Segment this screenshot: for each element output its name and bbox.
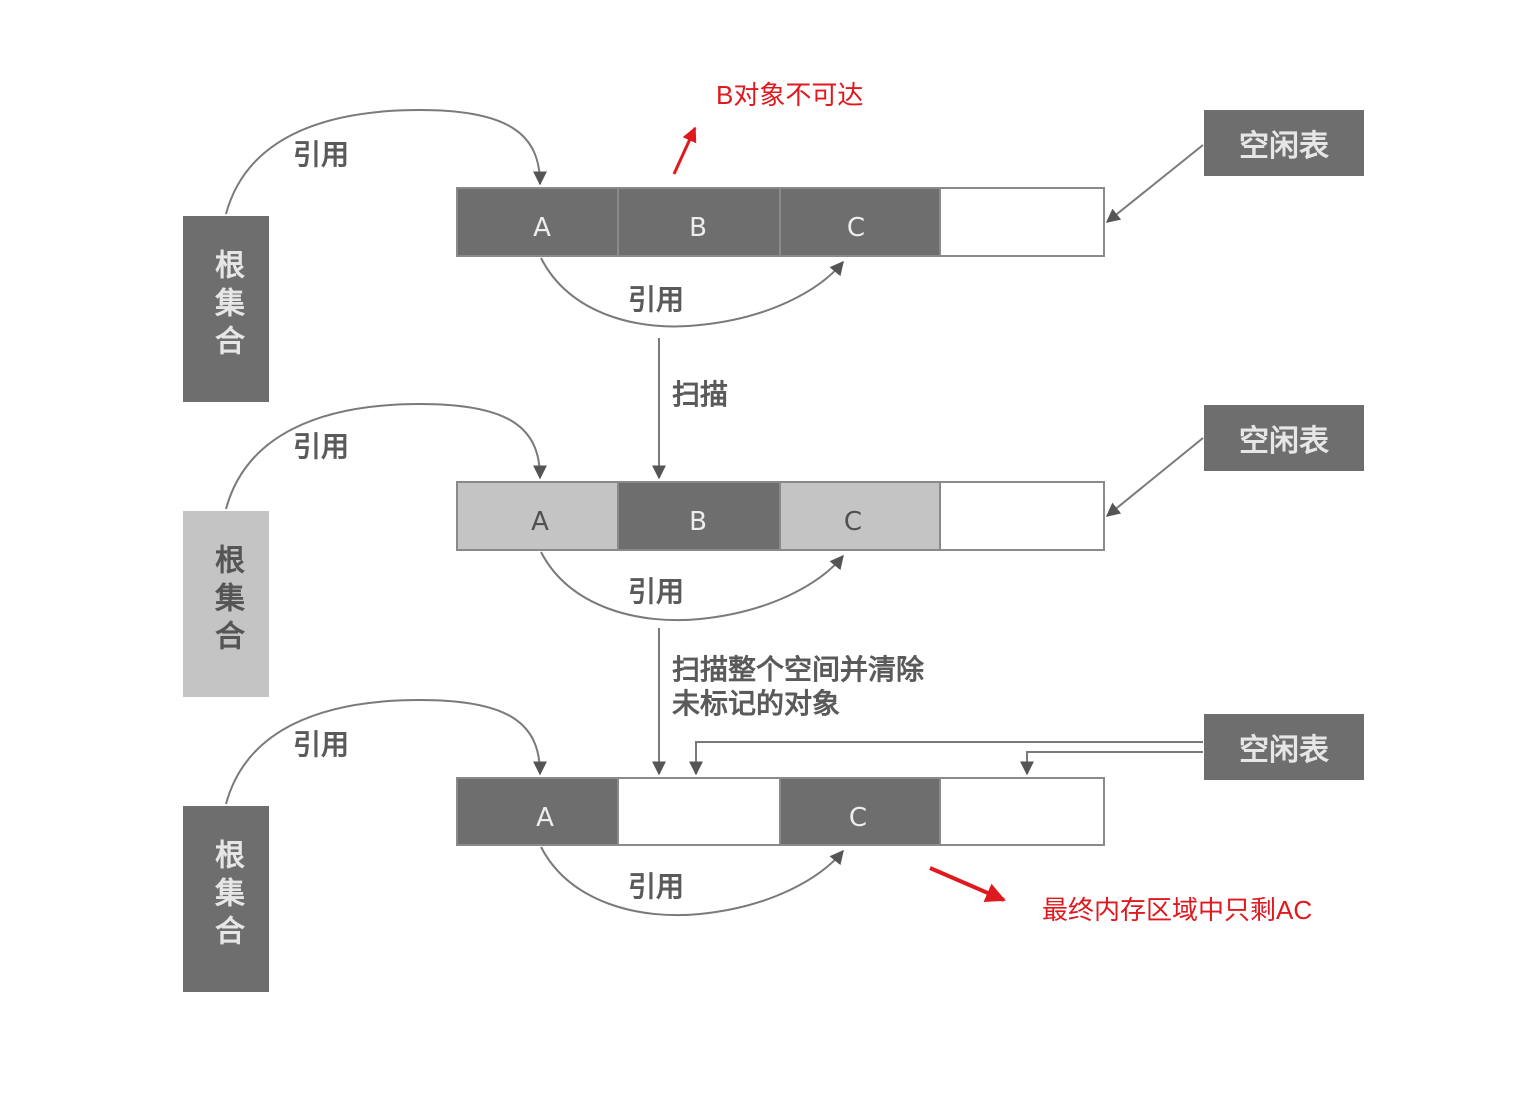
free-list-box [1204, 405, 1364, 471]
final-result-annotation: 最终内存区域中只剩AC [1042, 895, 1313, 925]
free-list-pointer-arrow [689, 741, 1203, 776]
reference-label: 引用 [628, 283, 685, 316]
free-list-pointer-arrow [1105, 144, 1204, 223]
scan-label: 扫描 [672, 378, 729, 411]
memory-block-b [617, 187, 781, 257]
root-set-box [183, 806, 269, 992]
memory-block-c [779, 481, 941, 551]
annotation-arrow-up [672, 126, 697, 175]
annotation-arrow-down-right [929, 866, 1006, 903]
memory-block-c [779, 187, 941, 257]
reference-label: 引用 [628, 870, 685, 903]
root-set-label: 根集合 [209, 249, 244, 363]
block-label-c: C [849, 803, 867, 833]
reference-label: 引用 [293, 138, 350, 171]
reference-label: 引用 [628, 575, 685, 608]
free-list-pointer-arrow [1020, 751, 1203, 776]
free-list-label: 空闲表 [1239, 733, 1329, 768]
root-set-label: 根集合 [209, 544, 244, 658]
block-label-c: C [844, 507, 862, 537]
free-list-pointer-arrow [1105, 437, 1204, 517]
free-list-label: 空闲表 [1239, 424, 1329, 459]
block-label-c: C [847, 213, 865, 243]
memory-block-a [456, 187, 619, 257]
free-list-box [1204, 110, 1364, 176]
a-to-c-reference-arrow [540, 551, 844, 622]
memory-block-b [617, 481, 781, 551]
memory-block-free [939, 187, 1105, 257]
stage-3 [183, 698, 1364, 992]
root-set-label: 根集合 [209, 839, 244, 953]
memory-block-free [939, 481, 1105, 551]
memory-block-a [456, 481, 619, 551]
root-set-box [183, 511, 269, 697]
block-label-a: A [533, 213, 551, 243]
scan-clear-label: 扫描整个空间并清除 未标记的对象 [672, 653, 925, 720]
free-list-label: 空闲表 [1239, 129, 1329, 164]
block-label-b: B [689, 213, 707, 243]
root-set-box [183, 216, 269, 402]
root-reference-arrow [225, 402, 547, 510]
stage-1 [183, 108, 1364, 402]
block-label-a: A [531, 507, 549, 537]
memory-block-free [617, 777, 781, 846]
reference-label: 引用 [293, 728, 350, 761]
root-reference-arrow [225, 108, 547, 215]
a-to-c-reference-arrow [540, 846, 844, 917]
b-unreachable-annotation: B对象不可达 [716, 80, 864, 110]
block-label-b: B [689, 507, 707, 537]
block-label-a: A [536, 803, 554, 833]
memory-block-free [939, 777, 1105, 846]
a-to-c-reference-arrow [540, 257, 844, 328]
stage-2 [183, 402, 1364, 697]
free-list-box [1204, 714, 1364, 780]
memory-block-a [456, 777, 619, 846]
memory-block-c [779, 777, 941, 846]
reference-label: 引用 [293, 430, 350, 463]
root-reference-arrow [225, 698, 547, 805]
